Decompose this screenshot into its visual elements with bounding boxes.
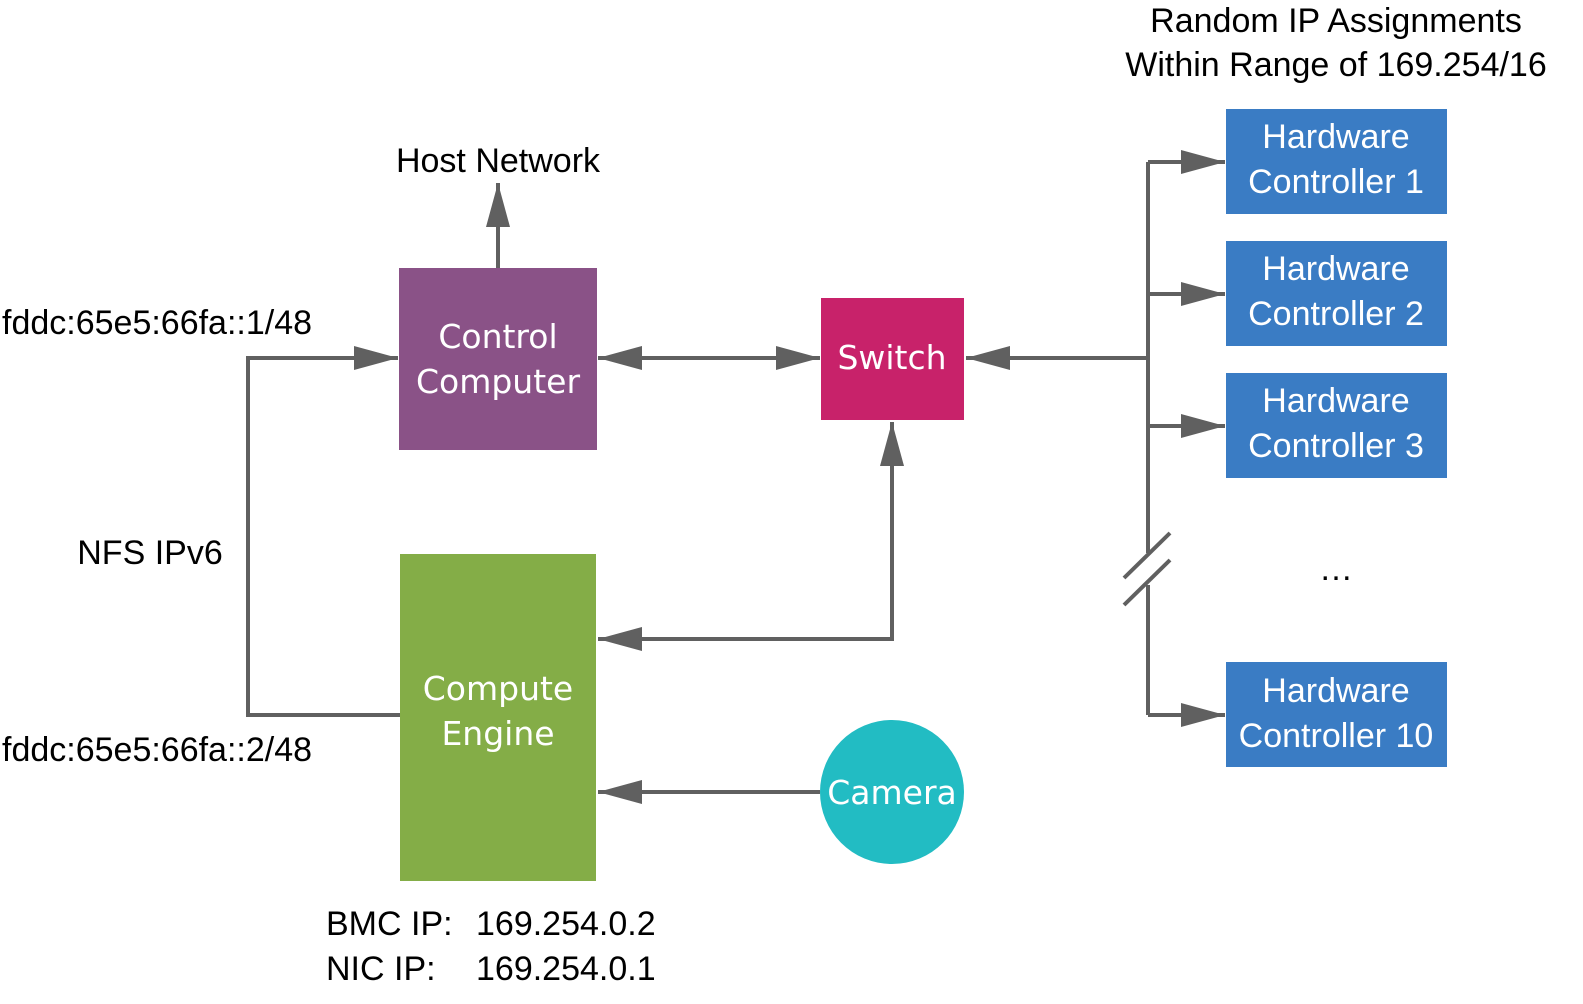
control-computer-label-line1: Control [438,317,557,356]
bmc-ip-label: BMC IP: [326,905,453,943]
bus-break-mark-2 [1122,558,1172,607]
arrow-nfs-ipv6-link [246,346,400,717]
ipv6-address-2-label: fddc:65e5:66fa::2/48 [2,731,312,769]
hardware-controller-2-node: Hardware Controller 2 [1226,241,1447,346]
nic-ip-label: NIC IP: [326,950,436,988]
camera-node: Camera [820,720,964,864]
hardware-controller-1-box [1226,109,1447,214]
compute-engine-label-line1: Compute [423,669,573,708]
hardware-controller-10-node: Hardware Controller 10 [1226,662,1447,767]
host-network-label: Host Network [396,142,601,180]
control-computer-label-line2: Computer [416,362,580,401]
switch-node: Switch [821,298,964,420]
hardware-controller-2-line2: Controller 2 [1248,295,1424,333]
arrow-switch-compute-bidirectional [598,422,904,651]
control-computer-box [399,268,597,450]
switch-label: Switch [837,338,946,377]
nfs-ipv6-label: NFS IPv6 [77,534,222,572]
hardware-controller-10-line2: Controller 10 [1239,717,1434,755]
hardware-controller-10-line1: Hardware [1262,672,1409,710]
hardware-controller-1-node: Hardware Controller 1 [1226,109,1447,214]
compute-engine-label-line2: Engine [441,714,554,753]
hardware-controller-3-line1: Hardware [1262,382,1409,420]
bmc-ip-value: 169.254.0.2 [476,905,656,943]
camera-circle [820,720,964,864]
hardware-controller-2-line1: Hardware [1262,250,1409,288]
hardware-controllers-ellipsis: … [1319,550,1353,588]
ipv6-address-1-label: fddc:65e5:66fa::1/48 [2,304,312,342]
switch-box [821,298,964,420]
control-computer-node: Control Computer [399,268,597,450]
hardware-controller-1-line2: Controller 1 [1248,163,1424,201]
hardware-controller-3-box [1226,373,1447,478]
connectors [246,150,1225,804]
hardware-controller-1-line1: Hardware [1262,118,1409,156]
hardware-controller-2-box [1226,241,1447,346]
hardware-controller-3-node: Hardware Controller 3 [1226,373,1447,478]
random-ip-heading-line1: Random IP Assignments [1150,2,1522,40]
compute-engine-box [400,554,596,881]
nic-ip-value: 169.254.0.1 [476,950,656,988]
random-ip-heading-line2: Within Range of 169.254/16 [1125,46,1547,84]
compute-engine-node: Compute Engine [400,554,596,881]
hardware-controller-10-box [1226,662,1447,767]
camera-label: Camera [827,773,957,812]
hardware-controller-3-line2: Controller 3 [1248,427,1424,465]
bus-break-mark-1 [1122,531,1172,580]
